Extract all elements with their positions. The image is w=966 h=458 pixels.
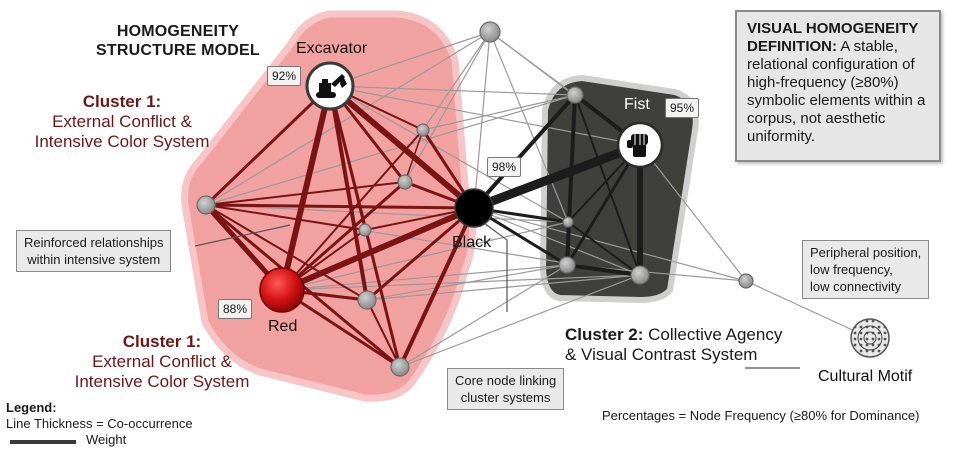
title-line-1: HOMOGENEITY [116,23,240,40]
peripheral-callout: Peripheral position, low frequency, low … [802,240,930,299]
definition-heading-2: DEFINITION: [747,38,837,55]
cluster-1-top-line-2: Intensive Color System [34,132,210,151]
cluster-1-bottom-line-1: External Conflict & [92,352,232,371]
black-percentage: 98% [487,157,522,177]
title-line-2: STRUCTURE MODEL [96,42,260,59]
callout-leaders [194,219,800,369]
legend-title: Legend: [6,400,57,415]
cluster-1-bottom-title: Cluster 1: [122,332,202,351]
cluster-1-top-line-1: External Conflict & [52,112,192,131]
light-edges [205,31,871,368]
reinforced-line-2: within intensive system [27,252,161,267]
peripheral-line-2: low frequency, [810,262,893,277]
red-node[interactable] [259,267,305,313]
legend-line-2: Weight [86,432,127,447]
definition-heading-1: VISUAL HOMOGENEITY [747,20,919,37]
definition-box: VISUAL HOMOGENEITY DEFINITION: A stable,… [735,10,941,162]
legend-line-sample [10,440,76,444]
red-percentage: 88% [218,299,253,319]
excavator-icon [316,74,347,98]
fist-label: Fist [624,96,650,113]
black-label: Black [452,234,492,251]
definition-body: A stable, relational configuration of hi… [747,38,926,145]
peripheral-line-1: Peripheral position, [810,245,922,260]
cluster-1-label-bottom: Cluster 1: External Conflict & Intensive… [72,332,252,392]
ornamental-medallion-icon [857,325,883,351]
cultural-motif-label: Cultural Motif [818,368,913,385]
reinforced-line-1: Reinforced relationships [24,235,164,250]
diagram-title: HOMOGENEITY STRUCTURE MODEL [96,22,260,60]
cluster-2-label: Cluster 2: Collective Agency & Visual Co… [565,325,782,365]
core-line-2: cluster systems [460,390,551,405]
cluster-2-line-1: Collective Agency [643,325,783,344]
cultural-motif-node[interactable] [850,318,890,358]
cluster-2-title: Cluster 2: [565,325,644,344]
fist-percentage: 95% [665,98,700,118]
excavator-label: Excavator [296,40,368,57]
cluster-2-line-2: & Visual Contrast System [565,345,758,364]
red-label: Red [268,318,298,335]
core-node-callout: Core node linking cluster systems [447,368,565,410]
fist-node[interactable] [616,121,664,169]
percentage-note: Percentages = Node Frequency (≥80% for D… [602,408,920,423]
peripheral-line-3: low connectivity [810,279,902,294]
core-line-1: Core node linking [455,373,557,388]
minor-nodes [196,21,754,377]
black-node[interactable] [454,188,494,228]
cluster-1-label-top: Cluster 1: External Conflict & Intensive… [32,92,212,152]
excavator-percentage: 92% [267,66,302,86]
cluster-1-top-title: Cluster 1: [82,92,162,111]
cluster-1-bottom-line-2: Intensive Color System [74,372,250,391]
legend-line-1: Line Thickness = Co-occurrence [6,416,193,431]
raised-fist-icon [627,134,648,157]
excavator-node[interactable] [305,61,355,111]
reinforced-relationships-callout: Reinforced relationships within intensiv… [16,230,172,272]
